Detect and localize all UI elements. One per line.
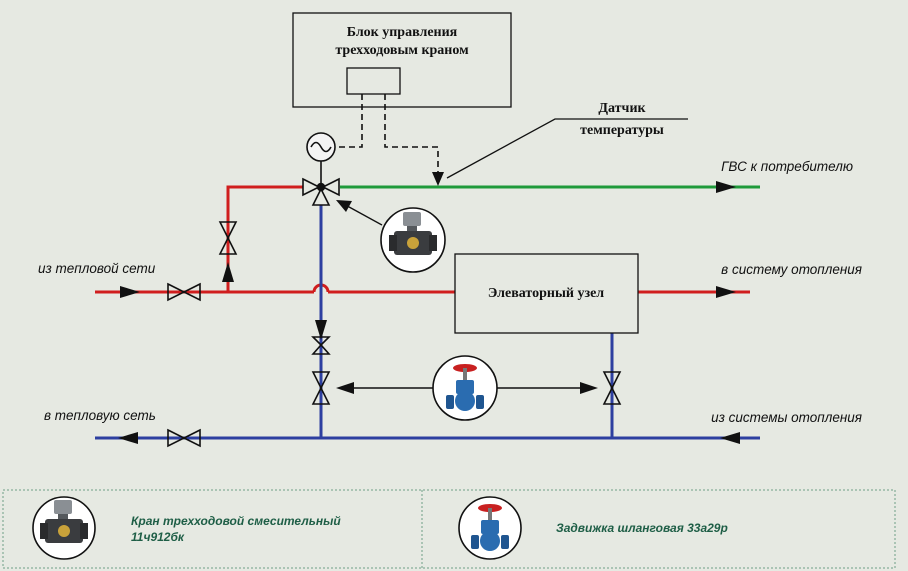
sensor-leader-line (446, 118, 688, 179)
three-way-mixing-valve-icon (389, 212, 437, 255)
control-signal-lines (335, 94, 439, 178)
label-hot-water-out: ГВС к потребителю (721, 159, 853, 174)
actuator-motor-icon (306, 132, 336, 162)
gate-valve-supply-icon (167, 282, 201, 302)
supply-bypass-pipe (226, 185, 303, 292)
elevator-unit-label: Элеваторный узел (488, 286, 604, 301)
label-to-heat-network: в тепловую сеть (44, 408, 156, 423)
label-to-heating-system: в систему отопления (721, 262, 862, 277)
flow-arrow-hot-water-out (716, 181, 736, 193)
elevator-unit-box (454, 253, 639, 334)
flow-arrow-riser-down (315, 320, 327, 340)
gate-valve-callout-arrow-left (336, 382, 354, 394)
mixing-valve-badge (380, 207, 446, 273)
legend-mixing-valve-badge (32, 496, 96, 560)
gate-valve-riser-lower-icon (311, 371, 331, 405)
gate-valve-riser-upper-icon (311, 336, 331, 355)
gate-valve-return-icon (167, 428, 201, 448)
label-from-heat-network: из тепловой сети (38, 261, 156, 276)
control-signal-arrow (432, 172, 444, 186)
flow-arrow-return-out (118, 432, 138, 444)
flow-arrow-return-in (720, 432, 740, 444)
mixing-valve-callout-arrow (336, 200, 352, 212)
gate-valve-bypass-icon (218, 221, 238, 255)
gate-valve-elevator-return-icon (602, 371, 622, 405)
gate-valve-badge (432, 355, 498, 421)
gate-valve-callout-arrow-right (580, 382, 598, 394)
gate-valve-icon (446, 364, 484, 411)
control-block-title-line2: трехходовым краном (335, 43, 469, 58)
controller-module-box (346, 67, 401, 95)
sensor-label-line1: Датчик (598, 101, 646, 116)
legend-item1-line2: 11ч912бк (131, 530, 185, 544)
three-way-mixing-valve-icon (40, 500, 88, 543)
legend-box (2, 489, 896, 569)
legend-item2: Задвижка шланговая 33а29р (556, 521, 728, 535)
control-block-title-line1: Блок управления (347, 25, 458, 40)
gate-valve-icon (471, 504, 509, 551)
control-block-box (292, 12, 512, 108)
legend-gate-valve-badge (458, 496, 522, 560)
sensor-label-line2: температуры (580, 123, 664, 138)
flow-arrow-bypass-up (222, 262, 234, 282)
legend-item1-line1: Кран трехходовой смесительный (131, 514, 341, 528)
flow-arrow-supply-out (716, 286, 736, 298)
flow-arrow-supply-in (120, 286, 140, 298)
three-way-valve-symbol-icon (302, 161, 340, 206)
label-from-heating-system: из системы отопления (711, 410, 862, 425)
